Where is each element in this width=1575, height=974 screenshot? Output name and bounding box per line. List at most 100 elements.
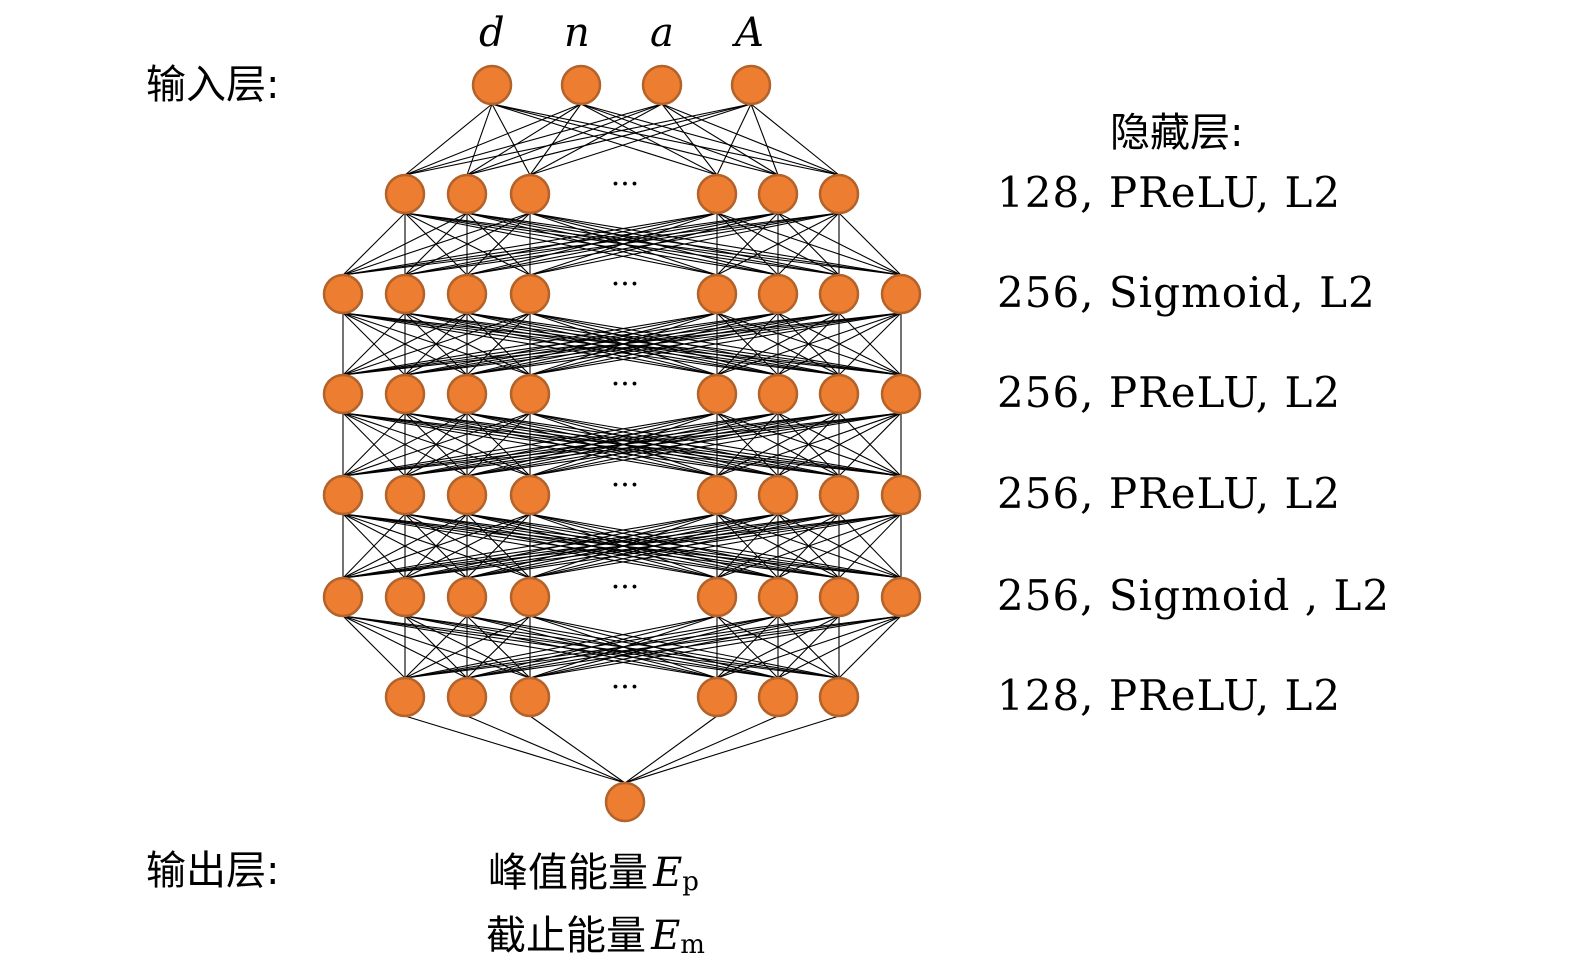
- edge: [491, 103, 531, 176]
- edge: [342, 615, 406, 679]
- hidden-2-node: [509, 273, 551, 315]
- edge: [404, 212, 840, 276]
- hidden-4-node: [509, 474, 551, 516]
- hidden-5-node: [322, 576, 364, 618]
- edge: [838, 412, 902, 477]
- output-node: [604, 781, 646, 823]
- edge: [404, 615, 531, 679]
- edge: [529, 715, 626, 784]
- hidden-3-node: [446, 373, 488, 415]
- edge: [342, 513, 531, 579]
- edge: [716, 615, 902, 679]
- edge: [404, 312, 902, 376]
- hidden-2-node: [880, 273, 922, 315]
- edge: [624, 715, 779, 784]
- edge: [404, 103, 493, 176]
- edge: [716, 412, 902, 477]
- edge: [342, 513, 468, 579]
- hidden-2-node: [384, 273, 426, 315]
- edge: [529, 312, 902, 376]
- edge: [466, 212, 840, 276]
- edge: [342, 312, 468, 376]
- ellipsis: ···: [611, 167, 640, 202]
- edge: [466, 412, 902, 477]
- edge: [466, 715, 626, 784]
- hidden-1-node: [446, 173, 488, 215]
- hidden-2-node: [757, 273, 799, 315]
- ellipsis: ···: [611, 570, 640, 605]
- edge: [342, 312, 531, 376]
- edge: [466, 513, 902, 579]
- output-subscript: p: [682, 867, 699, 898]
- hidden-6-node: [509, 676, 551, 718]
- output-symbol: E: [653, 850, 683, 896]
- edge: [342, 412, 531, 477]
- edge: [342, 212, 468, 276]
- edge: [404, 615, 779, 679]
- edge: [838, 212, 902, 276]
- hidden-layer-3-label: 256, PReLU, L2: [997, 368, 1342, 417]
- hidden-3-node: [880, 373, 922, 415]
- hidden-4-node: [322, 474, 364, 516]
- hidden-4-node: [880, 474, 922, 516]
- hidden-1-node: [757, 173, 799, 215]
- hidden-6-node: [757, 676, 799, 718]
- edge: [404, 103, 582, 176]
- edge: [466, 103, 582, 176]
- edge: [491, 103, 779, 176]
- edge: [580, 103, 840, 176]
- hidden-1-node: [818, 173, 860, 215]
- ellipsis: ···: [611, 468, 640, 503]
- edge: [716, 312, 902, 376]
- edge: [529, 212, 840, 276]
- hidden-2-node: [446, 273, 488, 315]
- edge: [342, 412, 779, 477]
- hidden-3-node: [509, 373, 551, 415]
- edge: [342, 412, 840, 477]
- input-layer-title: 输入层:: [146, 62, 280, 108]
- hidden-3-node: [322, 373, 364, 415]
- edge: [529, 513, 902, 579]
- hidden-3-node: [384, 373, 426, 415]
- output-symbol: E: [651, 913, 681, 959]
- edge: [466, 103, 493, 176]
- output-name: 峰值能量: [488, 850, 648, 896]
- edge: [342, 312, 902, 376]
- edge: [404, 615, 718, 679]
- edge: [529, 103, 582, 176]
- output-layer-title: 输出层:: [146, 848, 280, 894]
- hidden-1-node: [384, 173, 426, 215]
- edge: [342, 513, 840, 579]
- ellipsis: ···: [611, 267, 640, 302]
- hidden-3-node: [757, 373, 799, 415]
- edge: [580, 103, 718, 176]
- edge: [838, 513, 902, 579]
- hidden-layer-5-label: 256, Sigmoid , L2: [997, 571, 1391, 620]
- edge: [342, 312, 779, 376]
- edge: [342, 212, 779, 276]
- edge: [404, 615, 468, 679]
- input-var-a: a: [650, 10, 674, 56]
- edge: [716, 513, 902, 579]
- edge: [624, 715, 840, 784]
- edge: [404, 513, 902, 579]
- input-var-d: d: [479, 10, 505, 56]
- edge: [404, 715, 626, 784]
- hidden-1-node: [696, 173, 738, 215]
- edge: [404, 615, 840, 679]
- edge: [342, 513, 406, 579]
- edge: [342, 312, 718, 376]
- hidden-layer-1-label: 128, PReLU, L2: [997, 168, 1342, 217]
- hidden-layer-2-label: 256, Sigmoid, L2: [997, 268, 1376, 317]
- edge: [342, 513, 902, 579]
- hidden-layer-title: 隐藏层:: [1110, 110, 1244, 156]
- edge: [777, 412, 902, 477]
- output-cutoff-energy: 截止能量 Em: [486, 903, 705, 961]
- edge: [404, 615, 902, 679]
- hidden-2-node: [696, 273, 738, 315]
- hidden-4-node: [446, 474, 488, 516]
- edge: [529, 615, 902, 679]
- ellipsis: ···: [611, 367, 640, 402]
- edge: [661, 103, 779, 176]
